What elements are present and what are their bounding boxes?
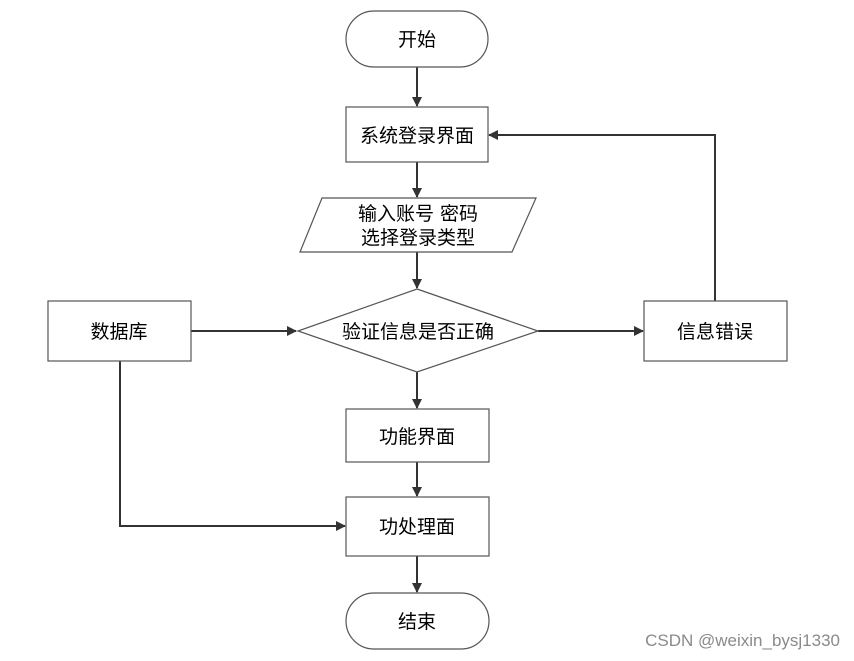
error-node: 信息错误 xyxy=(643,300,788,362)
database-label: 数据库 xyxy=(90,321,147,343)
verify-label: 验证信息是否正确 xyxy=(342,321,494,343)
database-node: 数据库 xyxy=(47,300,192,362)
end-node: 结束 xyxy=(345,592,490,650)
error-label: 信息错误 xyxy=(677,321,753,343)
function-label: 功能界面 xyxy=(379,426,455,448)
start-node: 开始 xyxy=(345,10,489,68)
arrow-error-to-login xyxy=(488,130,716,301)
input-label-line2: 选择登录类型 xyxy=(361,227,475,249)
login-node: 系统登录界面 xyxy=(345,106,489,163)
end-label: 结束 xyxy=(398,611,436,633)
input-label-line1: 输入账号 密码 xyxy=(358,203,478,225)
arrow-database-to-process xyxy=(119,361,346,531)
input-node: 输入账号 密码 选择登录类型 xyxy=(299,197,537,253)
start-label: 开始 xyxy=(398,29,436,51)
watermark-text: CSDN @weixin_bysj1330 xyxy=(645,631,840,650)
verify-node: 验证信息是否正确 xyxy=(296,288,540,373)
login-label: 系统登录界面 xyxy=(360,125,474,147)
connectors xyxy=(119,67,716,593)
process-node: 功处理面 xyxy=(345,496,490,557)
process-label: 功处理面 xyxy=(379,516,455,538)
function-node: 功能界面 xyxy=(345,408,490,463)
